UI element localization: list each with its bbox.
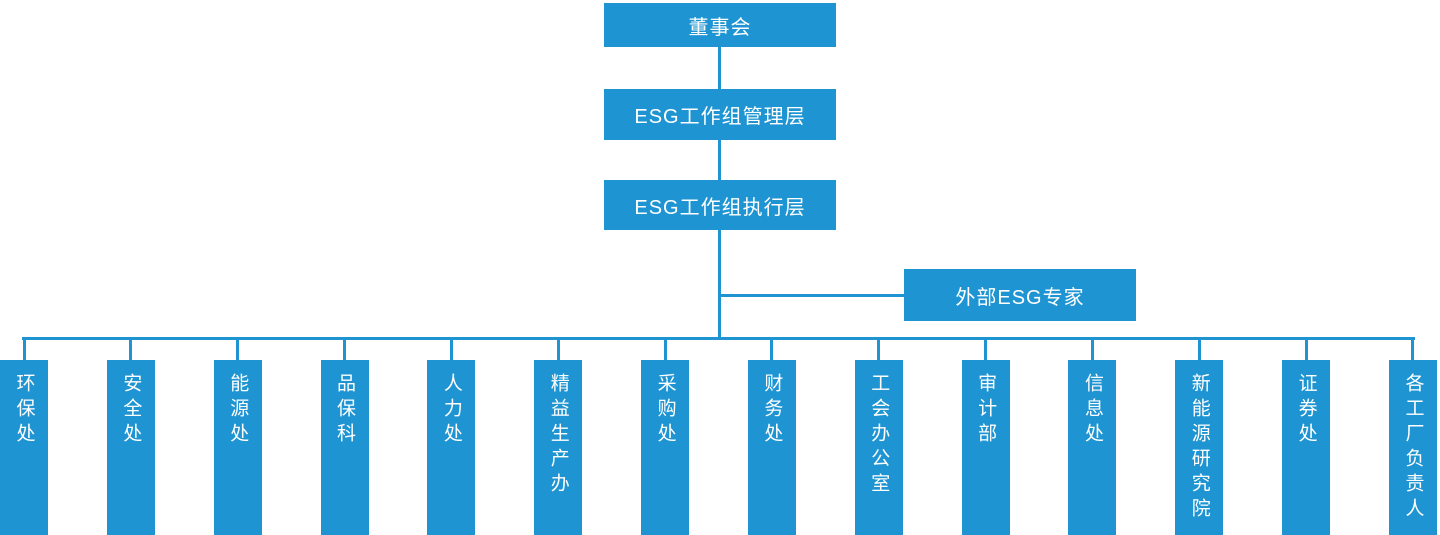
dept-box: 新能源研究院	[1175, 339, 1224, 535]
dept-box: 各工厂负责人	[1388, 339, 1437, 535]
org-box-board: 董事会	[604, 3, 836, 47]
dept-label: 精益生产办	[547, 373, 569, 498]
dept-label: 各工厂负责人	[1402, 373, 1424, 523]
connector-management-to-execution	[718, 139, 721, 181]
org-box-esg-management: ESG工作组管理层	[604, 89, 836, 140]
dept-label: 财务处	[761, 373, 783, 448]
connector-board-to-management	[718, 46, 721, 90]
dept-box: 能源处	[213, 339, 262, 535]
connector-department-bus	[22, 337, 1415, 340]
dept-box: 品保科	[320, 339, 369, 535]
org-box-esg-execution: ESG工作组执行层	[604, 180, 836, 230]
dept-box: 财务处	[747, 339, 796, 535]
dept-label: 证券处	[1295, 373, 1317, 448]
dept-label: 新能源研究院	[1188, 373, 1210, 523]
dept-label: 工会办公室	[868, 373, 890, 498]
dept-box: 安全处	[106, 339, 155, 535]
org-box-board-label: 董事会	[688, 16, 752, 39]
dept-label: 环保处	[13, 373, 35, 448]
org-box-esg-execution-label: ESG工作组执行层	[634, 196, 806, 219]
connector-external-branch	[720, 294, 905, 297]
dept-label: 审计部	[975, 373, 997, 448]
dept-box: 人力处	[427, 339, 476, 535]
dept-box: 环保处	[0, 339, 48, 535]
dept-box: 审计部	[961, 339, 1010, 535]
dept-label: 信息处	[1081, 373, 1103, 448]
dept-box: 采购处	[641, 339, 690, 535]
org-box-external-esg-expert-label: 外部ESG专家	[955, 286, 1085, 309]
dept-box: 精益生产办	[534, 339, 583, 535]
org-box-esg-management-label: ESG工作组管理层	[634, 106, 806, 128]
dept-box: 信息处	[1068, 339, 1117, 535]
dept-label: 采购处	[654, 373, 676, 448]
dept-label: 能源处	[227, 373, 249, 448]
dept-label: 人力处	[440, 373, 462, 448]
dept-label: 品保科	[334, 373, 356, 448]
dept-box: 证券处	[1282, 339, 1331, 535]
connector-execution-to-bus	[718, 229, 721, 339]
dept-box: 工会办公室	[854, 339, 903, 535]
dept-label: 安全处	[120, 373, 142, 448]
department-row: 环保处 安全处 能源处 品保科 人力处 精益生产办 采购处 财务处 工会办公室 审计部 信息处 新能源…	[0, 339, 1437, 535]
org-box-external-esg-expert: 外部ESG专家	[904, 269, 1136, 321]
